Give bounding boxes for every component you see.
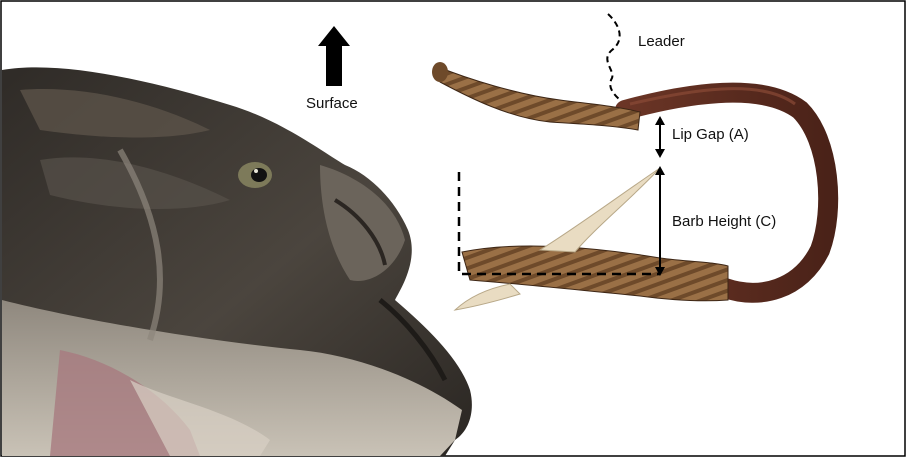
surface-label: Surface xyxy=(306,96,358,111)
leader-label: Leader xyxy=(638,34,685,49)
lip-gap-label: Lip Gap (A) xyxy=(672,127,749,142)
barb-height-label: Barb Height (C) xyxy=(672,214,776,229)
